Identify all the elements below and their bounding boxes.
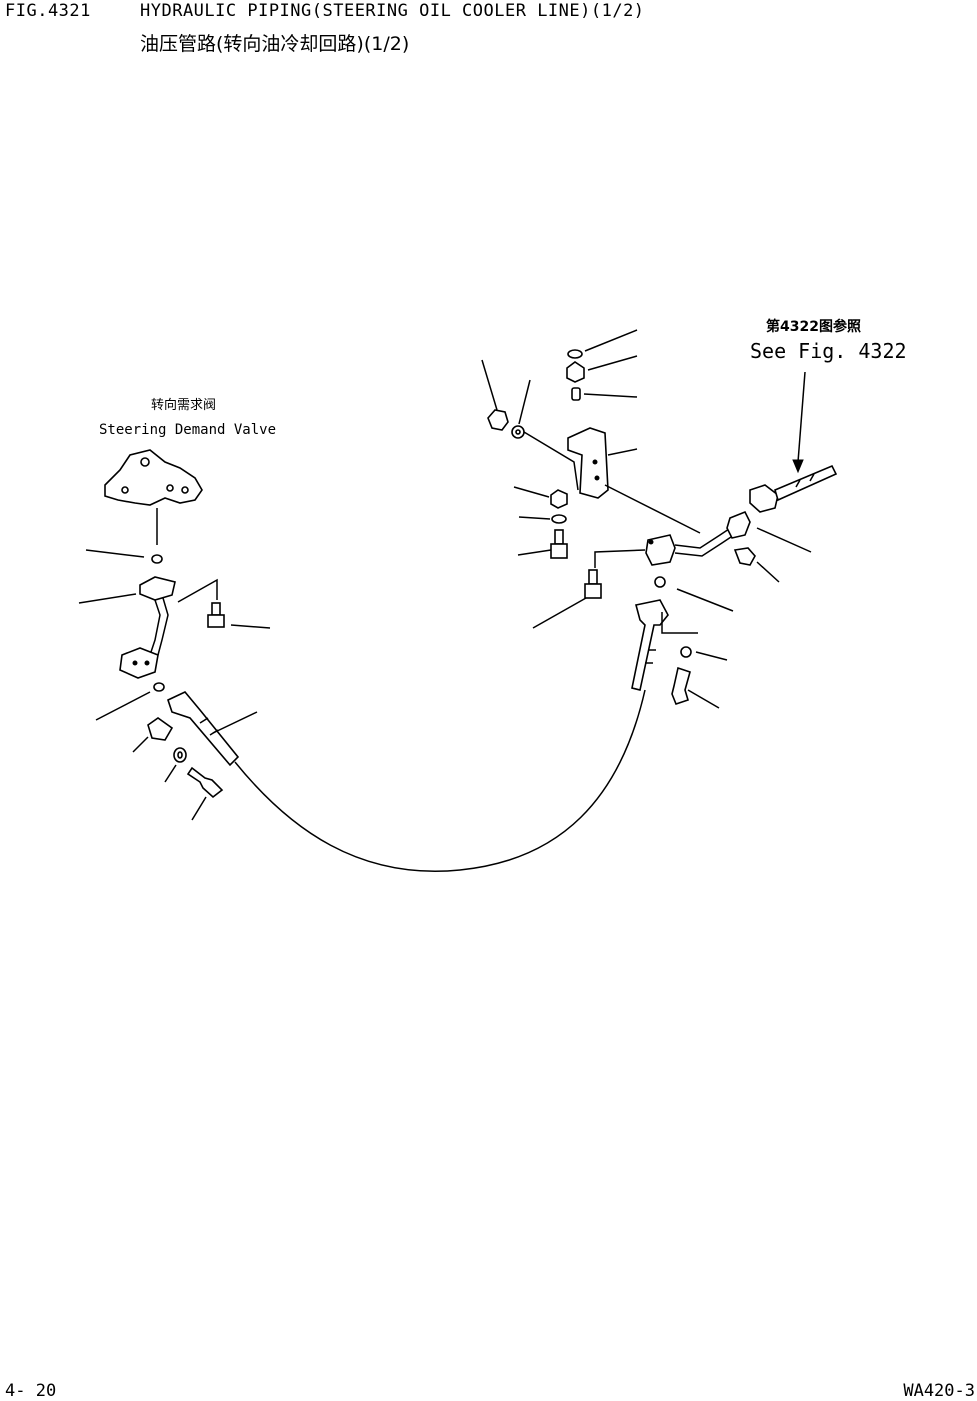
left-washer [173,747,187,763]
bracket-top-washer [567,349,583,359]
leader-lines [78,329,812,821]
right-bolt-mid [584,569,602,599]
model-code: WA420-3 [903,1381,975,1401]
cooler-pipe-upper-line [674,524,736,549]
page-number: 4- 20 [5,1381,57,1401]
left-o-ring [151,554,163,564]
long-hose [234,689,646,872]
bracket [567,427,609,499]
figure-reference-chinese: 第4322图参照 [766,319,861,335]
right-o-ring-lower [680,646,692,658]
figure-title-english: HYDRAULIC PIPING(STEERING OIL COOLER LIN… [140,1,645,21]
left-bolt-upper [207,602,225,628]
steering-demand-valve [104,449,203,506]
left-flange-pipe [119,576,176,679]
bracket-spacer [571,387,581,401]
bracket-top-nut [566,361,585,383]
cooler-flange [645,534,676,566]
bracket-side-washer [511,425,525,439]
bracket-side-nut [487,409,509,431]
bracket-pipe-link [604,484,701,534]
left-o-ring-lower [153,682,165,692]
steering-valve-label-english: Steering Demand Valve [99,422,277,438]
right-hose-fitting [631,599,669,691]
figure-reference-english: See Fig. 4322 [750,339,907,363]
cooler-pipe-clip [733,547,756,566]
cooler-connector [749,464,838,513]
left-bolt-lower [186,766,224,799]
cooler-pipe-lower-line [674,532,738,557]
right-o-ring-mid [654,576,666,588]
figure-title-chinese: 油压管路(转向油冷却回路)(1/2) [140,33,410,55]
right-washer [551,514,567,524]
right-nut [550,489,568,509]
steering-valve-label-chinese: 转向需求阀 [151,398,217,413]
figure-number: FIG.4321 [5,1,91,21]
right-bolt-upper [550,529,568,559]
left-clamp [147,717,174,741]
cooler-pipe-elbow [726,510,751,539]
right-bolt-lower [671,666,691,705]
